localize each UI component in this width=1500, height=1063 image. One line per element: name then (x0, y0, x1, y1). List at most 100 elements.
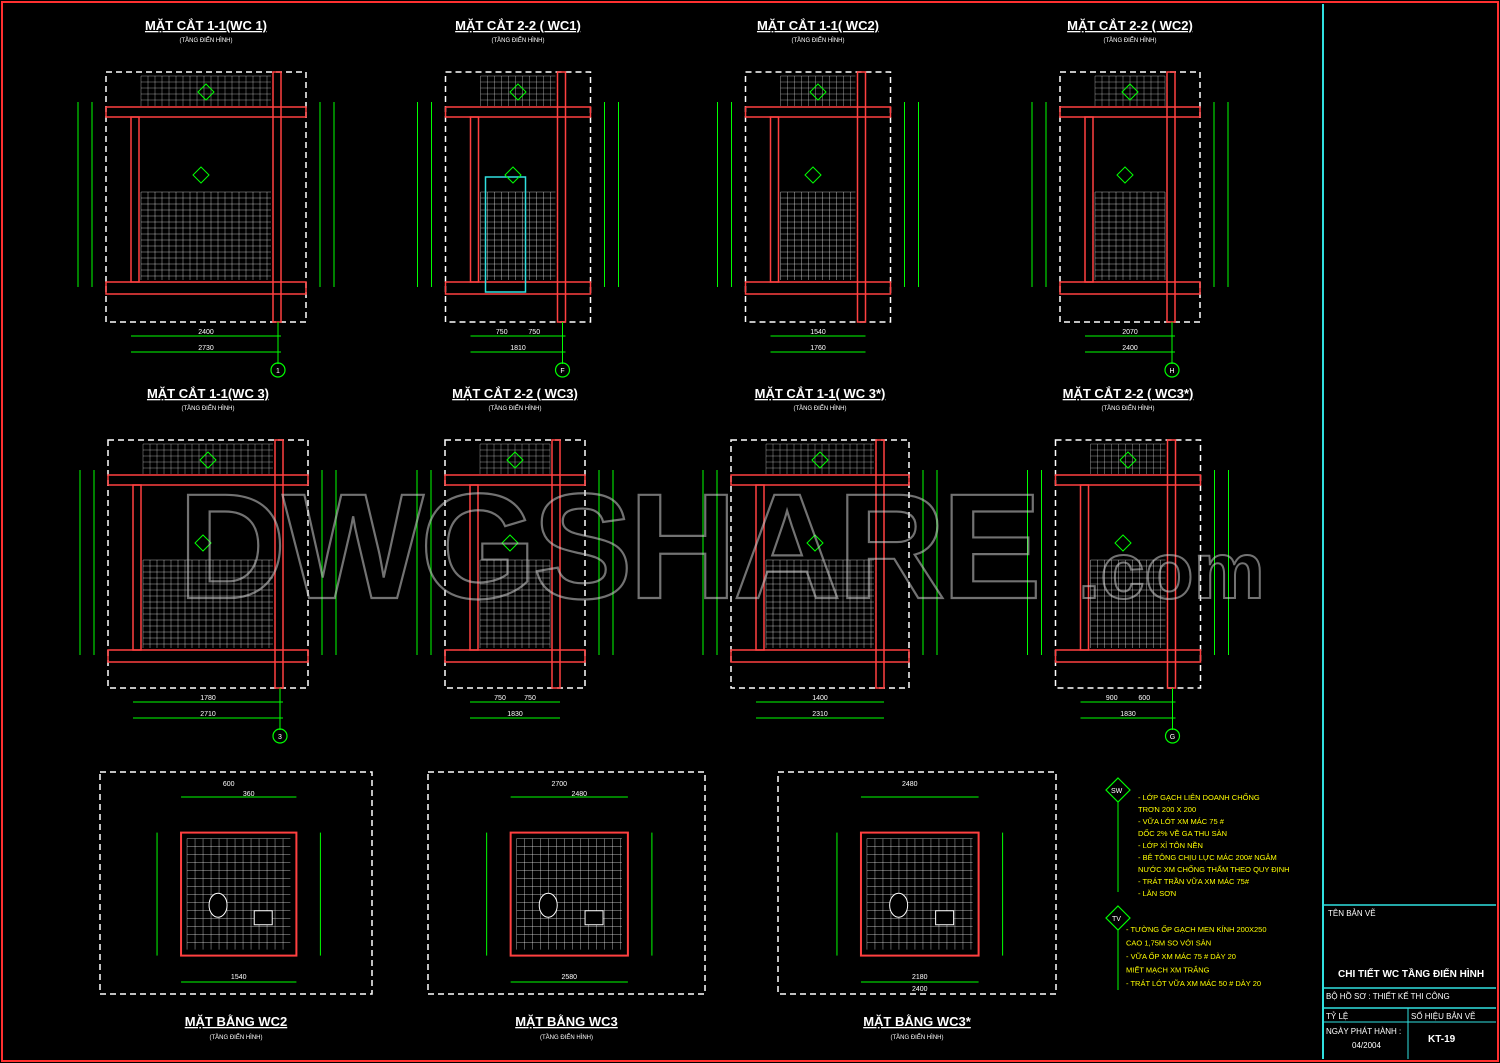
dimension-label: 2700 (551, 781, 567, 788)
grid-axis-label: G (1170, 734, 1175, 741)
sw-marker-icon (811, 451, 829, 469)
legend-sw-line: - TRÁT TRẦN VỮA XM MÁC 75# (1138, 876, 1250, 886)
sw-marker-icon (509, 83, 527, 101)
legend-tv-line: MIẾT MẠCH XM TRẮNG (1126, 965, 1210, 975)
tv-marker-icon (501, 534, 519, 552)
tv-marker-icon (504, 166, 522, 184)
section-subtitle: (TẦNG ĐIỂN HÌNH) (180, 37, 233, 44)
legend-sw-line: - LĂN SƠN (1138, 889, 1176, 898)
material-legend: SW - LỚP GẠCH LIÊN DOANH CHỐNG TRƠN 200 … (1105, 777, 1290, 990)
section-subtitle: (TẦNG ĐIỂN HÌNH) (489, 405, 542, 412)
section-subtitle: (TẦNG ĐIỂN HÌNH) (1102, 405, 1155, 412)
grid-axis-bubble (1164, 728, 1181, 744)
grid-axis-label: 3 (278, 734, 282, 741)
plan-title: MẶT BẰNG WC2 (185, 1014, 288, 1029)
document-set: BỘ HỒ SƠ : THIẾT KẾ THI CÔNG (1326, 991, 1450, 1001)
plan-subtitle: (TẦNG ĐIỂN HÌNH) (891, 1034, 944, 1041)
dimension-label: 750 (528, 329, 540, 336)
tv-marker-icon (1116, 166, 1134, 184)
sw-marker-icon (809, 83, 827, 101)
section-view: MẶT CẮT 1-1(WC 3)(TẦNG ĐIỂN HÌNH)1780271… (79, 386, 337, 744)
dimension-label: 600 (223, 781, 235, 788)
legend-sw-line: - VỮA LÓT XM MÁC 75 # (1138, 817, 1225, 826)
grid-axis-label: H (1169, 368, 1174, 375)
plan-title: MẶT BẰNG WC3* (863, 1014, 972, 1029)
dimension-label: 2310 (812, 711, 828, 718)
legend-sw-line: - BÊ TÔNG CHỊU LỰC MÁC 200# NGÂM (1138, 853, 1277, 862)
dimension-label: 1760 (810, 345, 826, 352)
sheet-number-label: SỐ HIỆU BẢN VẼ (1411, 1011, 1475, 1021)
scale-label: TỶ LỆ (1326, 1012, 1348, 1021)
section-subtitle: (TẦNG ĐIỂN HÌNH) (792, 37, 845, 44)
tv-tag: TV (1112, 916, 1121, 923)
grid-axis-bubble (1164, 362, 1180, 378)
legend-sw-line: DỐC 2% VỀ GA THU SÀN (1138, 828, 1227, 838)
legend-tv-line: - TRÁT LÓT VỮA XM MÁC 50 # DÀY 20 (1126, 979, 1261, 988)
tv-marker-icon (194, 534, 212, 552)
dimension-label: 2400 (1122, 345, 1138, 352)
tv-marker-icon (192, 166, 210, 184)
door-icon (484, 176, 527, 293)
sw-marker-icon (197, 83, 215, 101)
tv-marker-icon (1114, 534, 1132, 552)
section-title: MẶT CẮT 1-1(WC 1) (145, 18, 267, 33)
dimension-label: 2180 (912, 974, 928, 981)
section-view: MẶT CẮT 1-1(WC 1) (TẦNG ĐIỂN HÌNH) 2400 273… (77, 18, 335, 378)
dimension-label: 2480 (571, 791, 587, 798)
sheet-number: KT-19 (1428, 1034, 1456, 1045)
grid-axis-label: 1 (276, 368, 280, 375)
tv-marker-icon (804, 166, 822, 184)
dimension-label: 360 (243, 791, 255, 798)
dimension-label: 1830 (1120, 711, 1136, 718)
sw-marker-icon (1121, 83, 1139, 101)
dimension-label: 2400 (198, 329, 214, 336)
section-subtitle: (TẦNG ĐIỂN HÌNH) (1104, 37, 1157, 44)
dimension-label: 600 (1138, 695, 1150, 702)
dimension-label: 2480 (902, 781, 918, 788)
section-title: MẶT CẮT 2-2 ( WC3*) (1063, 386, 1194, 401)
title-block-name-label: TÊN BẢN VẼ (1328, 909, 1376, 918)
tv-marker-icon (806, 534, 824, 552)
issue-date: 04/2004 (1352, 1041, 1381, 1050)
section-title: MẶT CẮT 2-2 ( WC2) (1067, 18, 1193, 33)
legend-tv-line: - TƯỜNG ỐP GẠCH MEN KÍNH 200X250 (1126, 924, 1267, 934)
dimension-label: 1810 (510, 345, 526, 352)
sink-icon (584, 910, 604, 926)
toilet-icon (889, 892, 909, 918)
dimension-label: 900 (1106, 695, 1118, 702)
sw-tag: SW (1111, 788, 1123, 795)
section-view: MẶT CẮT 2-2 ( WC3*) (TẦNG ĐIỂN HÌNH) 900 60… (1027, 386, 1229, 744)
drawing-name: CHI TIẾT WC TẦNG ĐIỂN HÌNH (1338, 967, 1484, 980)
watermark: DWGSHARE .com (177, 461, 1266, 631)
legend-tv-line: CAO 1,75M SO VỚI SÀN (1126, 939, 1211, 948)
section-view: MẶT CẮT 1-1( WC 3*)(TẦNG ĐIỂN HÌNH)14002… (702, 386, 938, 719)
dimension-label: 750 (524, 695, 536, 702)
dimension-label: 750 (496, 329, 508, 336)
section-title: MẶT CẮT 1-1( WC 3*) (755, 386, 886, 401)
dimension-label: 2710 (200, 711, 216, 718)
toilet-icon (208, 892, 228, 918)
dimension-label: 2400 (912, 986, 928, 993)
sink-icon (935, 910, 955, 926)
sw-marker-icon (199, 451, 217, 469)
sink-icon (253, 910, 273, 926)
dimension-label: 2730 (198, 345, 214, 352)
section-subtitle: (TẦNG ĐIỂN HÌNH) (182, 405, 235, 412)
section-subtitle: (TẦNG ĐIỂN HÌNH) (492, 37, 545, 44)
grid-axis-bubble (272, 728, 288, 744)
dimension-label: 2580 (561, 974, 577, 981)
dimension-label: 750 (494, 695, 506, 702)
legend-sw-line: TRƠN 200 X 200 (1138, 805, 1196, 814)
plan-title: MẶT BẰNG WC3 (515, 1014, 618, 1029)
dimension-label: 1400 (812, 695, 828, 702)
section-title: MẶT CẮT 2-2 ( WC1) (455, 18, 581, 33)
legend-tv-line: - VỮA ỐP XM MÁC 75 # DÀY 20 (1126, 951, 1236, 961)
dimension-label: 1780 (200, 695, 216, 702)
section-title: MẶT CẮT 1-1( WC2) (757, 18, 879, 33)
section-view: MẶT CẮT 2-2 ( WC2)(TẦNG ĐIỂN HÌNH)207024… (1031, 18, 1229, 378)
legend-sw-line: - LỚP XỈ TÔN NỀN (1138, 840, 1203, 850)
